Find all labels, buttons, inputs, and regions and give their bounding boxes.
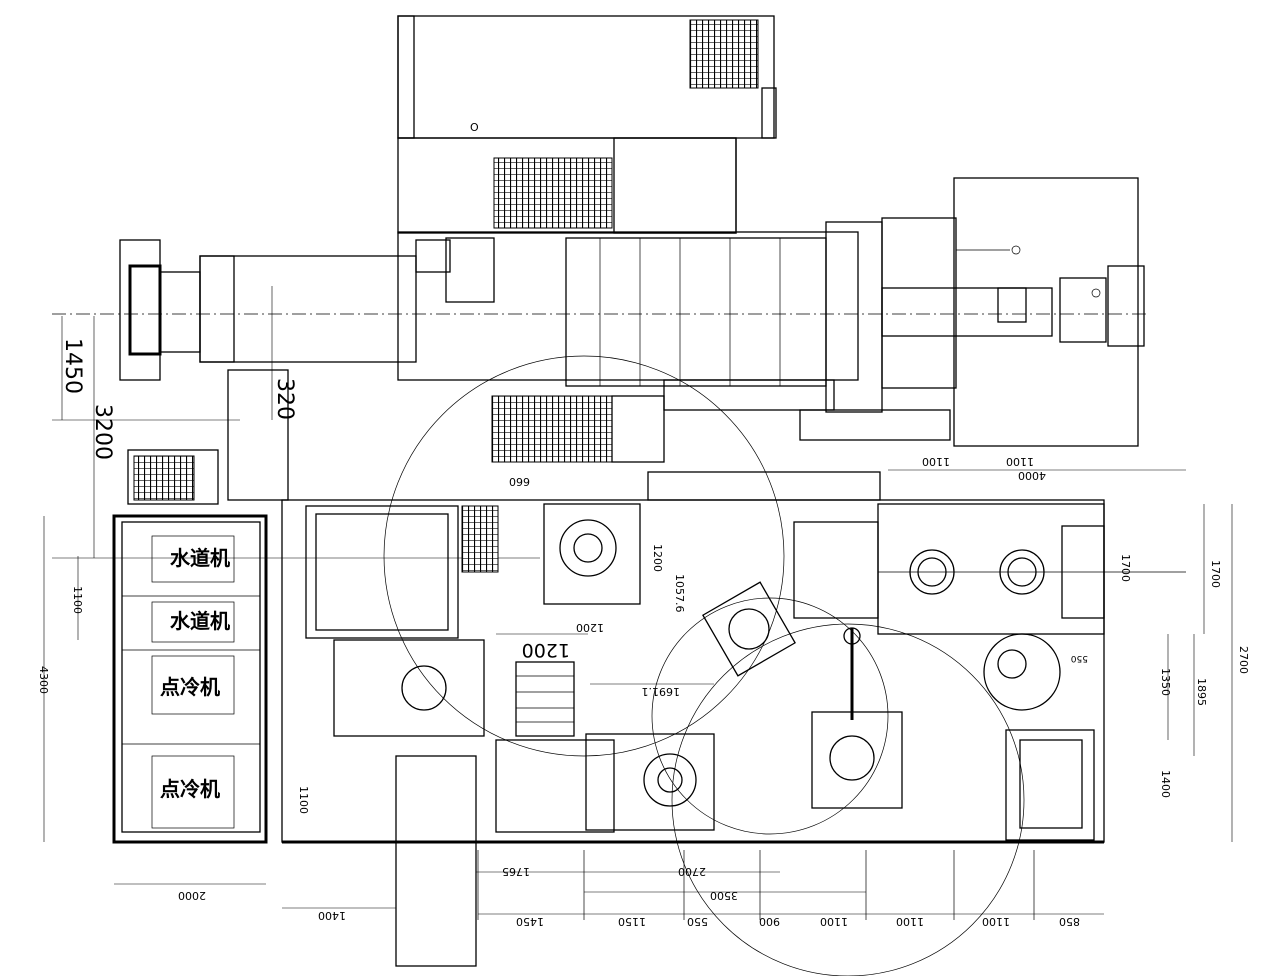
dim-1691: 1691.1: [642, 685, 681, 698]
dim-row-550: 550: [687, 915, 708, 928]
dim-row-1450: 1450: [516, 915, 544, 928]
dim-row-850: 850: [1059, 915, 1080, 928]
dim-row-900: 900: [759, 915, 780, 928]
dim-1350: 1350: [1159, 668, 1172, 696]
dim-1700-a: 1700: [1119, 554, 1132, 582]
station-label-2: 水道机: [170, 609, 230, 633]
dim-660: 660: [509, 475, 530, 488]
dim-top-4000: 4000: [1018, 469, 1046, 482]
dim-550: 550: [1071, 653, 1088, 663]
dim-1400-right: 1400: [1159, 770, 1172, 798]
dim-row-1100-c: 1100: [982, 915, 1010, 928]
dim-1200-c: 1200: [522, 639, 570, 661]
station-label-1: 水道机: [170, 546, 230, 570]
dim-1450: 1450: [60, 338, 85, 394]
dim-1200-b: 1200: [576, 621, 604, 634]
dim-row-1150: 1150: [618, 915, 646, 928]
dim-1765: 1765: [502, 865, 530, 878]
main-dimensions: 1450 3200 320: [52, 286, 540, 559]
dim-3500: 3500: [710, 889, 738, 902]
dim-1057: 1057.6: [673, 574, 686, 613]
dim-1895: 1895: [1195, 678, 1208, 706]
dim-1100-vert: 1100: [297, 786, 310, 814]
die-casting-machine: O: [52, 15, 1150, 505]
storage-rack: 水道机 水道机 点冷机 点冷机 4300 1100 2000: [37, 514, 268, 902]
dim-1700-b: 1700: [1209, 560, 1222, 588]
dim-2000: 2000: [178, 889, 206, 902]
o-mark: O: [470, 121, 479, 134]
dim-320: 320: [272, 378, 297, 420]
bottom-dimensions: 1400 1765 2700 3500 1450 1150 550 900 11…: [282, 850, 1104, 928]
dim-top-1100-b: 1100: [1006, 455, 1034, 468]
dim-2700: 2700: [1237, 646, 1250, 674]
right-dimensions: 1100 1100 4000 1700 1700 2700 1895 1350 …: [888, 455, 1250, 842]
dim-1100-left: 1100: [71, 586, 84, 614]
dim-2700-bottom: 2700: [678, 865, 706, 878]
dim-1400-bottom: 1400: [318, 909, 346, 922]
dim-top-1100-a: 1100: [922, 455, 950, 468]
station-label-3: 点冷机: [160, 675, 220, 699]
station-label-4: 点冷机: [160, 777, 220, 801]
dim-row-1100-a: 1100: [820, 915, 848, 928]
dim-3200: 3200: [90, 404, 115, 460]
dim-1200-a: 1200: [651, 544, 664, 572]
dim-4300: 4300: [37, 666, 50, 694]
dim-row-1100-b: 1100: [896, 915, 924, 928]
work-cell: 660 1200 1200 1057.6 1691.1 1200 1100: [281, 355, 1186, 976]
